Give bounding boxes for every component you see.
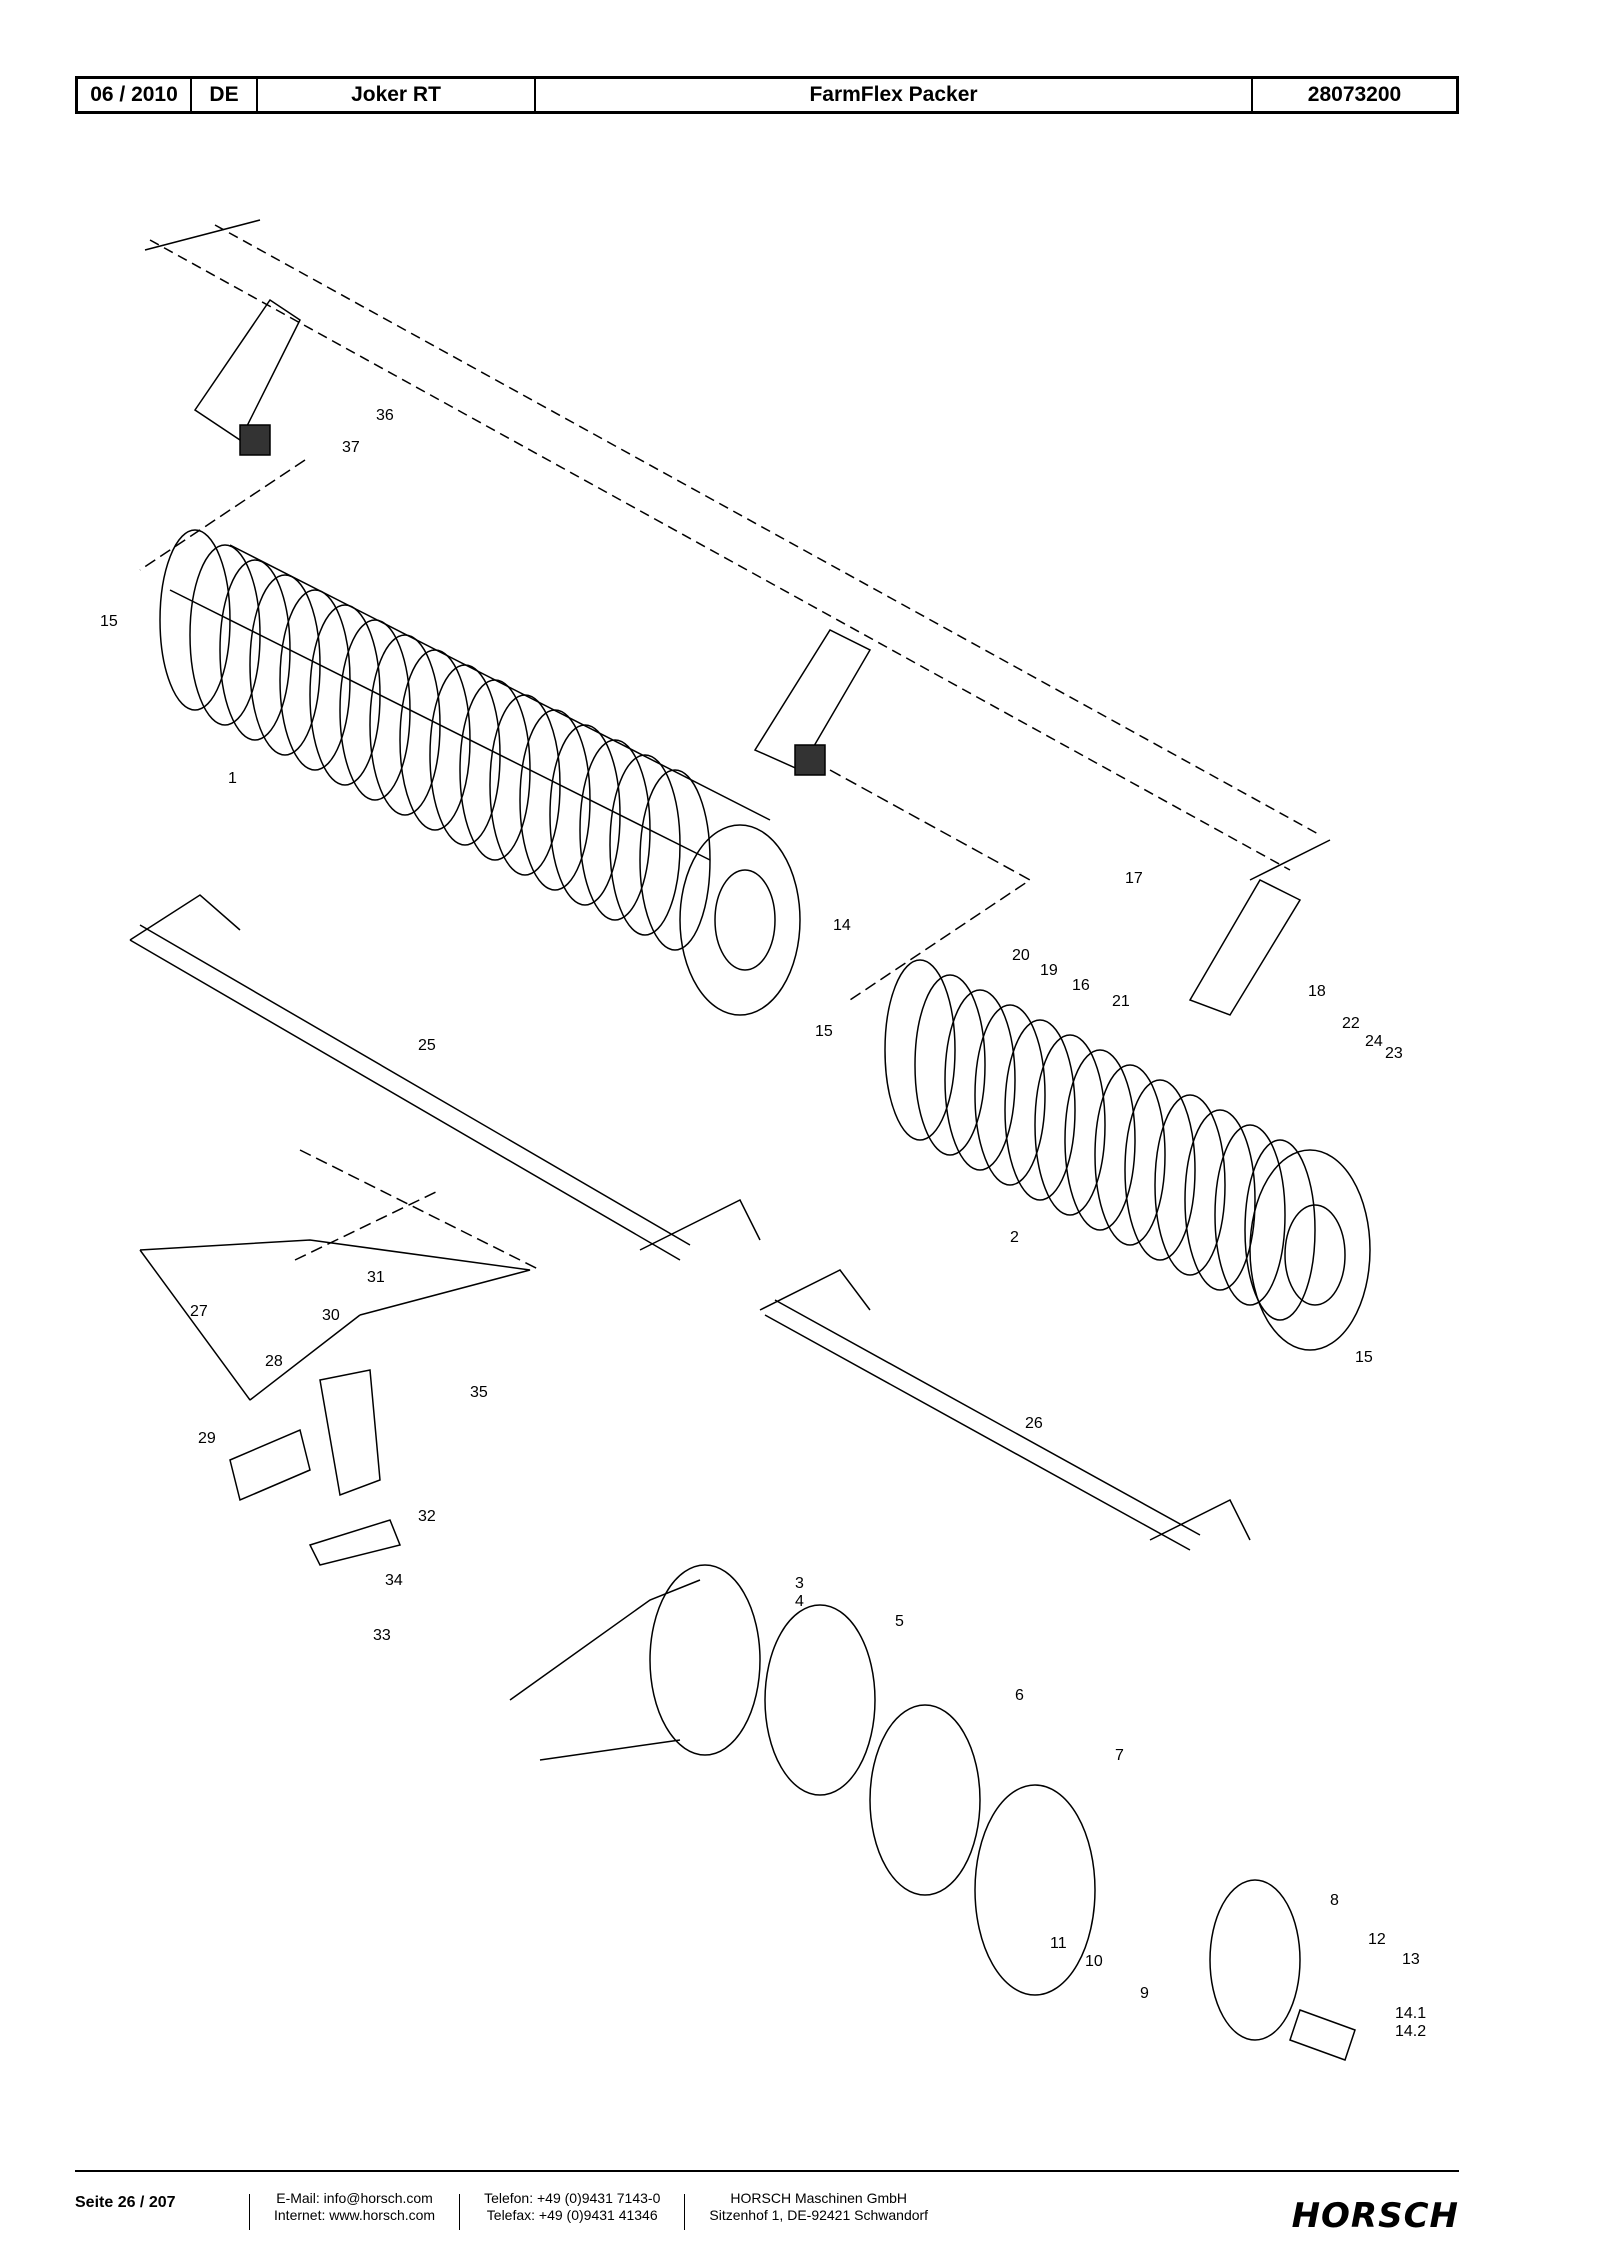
callout-32: 32	[418, 1508, 436, 1525]
callout-2: 2	[1010, 1229, 1019, 1246]
callout-25: 25	[418, 1037, 436, 1054]
header-language: DE	[192, 79, 258, 111]
callout-12: 12	[1368, 1931, 1386, 1948]
roller-1	[159, 529, 801, 1016]
footer-address: Sitzenhof 1, DE-92421 Schwandorf	[709, 2207, 929, 2223]
callout-14-1: 14.1	[1395, 2005, 1426, 2022]
callout-4: 4	[795, 1593, 804, 1610]
callout-23: 23	[1385, 1045, 1403, 1062]
callout-16: 16	[1072, 977, 1090, 994]
callout-28: 28	[265, 1353, 283, 1370]
header-machine: Joker RT	[258, 79, 536, 111]
footer-fax: Telefax: +49 (0)9431 41346	[486, 2207, 658, 2223]
callout-3: 3	[795, 1575, 804, 1592]
callout-15c: 15	[1355, 1349, 1373, 1366]
callout-24: 24	[1365, 1033, 1383, 1050]
callout-15a: 15	[100, 613, 118, 630]
footer-divider	[75, 2170, 1459, 2172]
callout-35: 35	[470, 1384, 488, 1401]
page-number: Seite 26 / 207	[75, 2194, 176, 2211]
callout-30: 30	[322, 1307, 340, 1324]
callout-31: 31	[367, 1269, 385, 1286]
callout-18: 18	[1308, 983, 1326, 1000]
callout-14-2: 14.2	[1395, 2023, 1426, 2040]
header-date: 06 / 2010	[78, 79, 192, 111]
scraper-bar-25	[129, 924, 691, 1261]
callout-29: 29	[198, 1430, 216, 1447]
callout-5: 5	[895, 1613, 904, 1630]
callout-17: 17	[1125, 870, 1143, 887]
callout-37: 37	[342, 439, 360, 456]
roller-2	[884, 959, 1371, 1351]
callout-33: 33	[373, 1627, 391, 1644]
footer-separator	[249, 2194, 250, 2230]
callout-27: 27	[190, 1303, 208, 1320]
footer-email: E-Mail: info@horsch.com	[276, 2190, 433, 2206]
callout-20: 20	[1012, 947, 1030, 964]
callout-26: 26	[1025, 1415, 1043, 1432]
callout-36: 36	[376, 407, 394, 424]
horsch-logo: HORSCH	[1291, 2196, 1459, 2236]
callout-10: 10	[1085, 1953, 1103, 1970]
callout-1: 1	[228, 770, 237, 787]
scraper-bar-26	[764, 1299, 1201, 1551]
header-table: 06 / 2010 DE Joker RT FarmFlex Packer 28…	[75, 76, 1459, 114]
callout-7: 7	[1115, 1747, 1124, 1764]
callout-9: 9	[1140, 1985, 1149, 2002]
footer-company: HORSCH Maschinen GmbH	[730, 2190, 908, 2206]
footer-internet: Internet: www.horsch.com	[274, 2207, 436, 2223]
callout-13: 13	[1402, 1951, 1420, 1968]
callout-22: 22	[1342, 1015, 1360, 1032]
callout-15b: 15	[815, 1023, 833, 1040]
callout-19: 19	[1040, 962, 1058, 979]
callout-14: 14	[833, 917, 851, 934]
footer-separator	[459, 2194, 461, 2230]
footer-phone: Telefon: +49 (0)9431 7143-0	[484, 2190, 661, 2206]
footer-separator	[684, 2194, 686, 2230]
footer: Seite 26 / 207 E-Mail: info@horsch.com I…	[75, 2190, 1459, 2250]
header-assembly: FarmFlex Packer	[536, 79, 1253, 111]
callout-11: 11	[1050, 1935, 1067, 1952]
callout-21: 21	[1112, 993, 1130, 1010]
header-part-number: 28073200	[1307, 83, 1402, 106]
callout-8: 8	[1330, 1892, 1339, 1909]
footer-contact-phone: Telefon: +49 (0)9431 7143-0 Telefax: +49…	[484, 2190, 660, 2224]
footer-company-block: HORSCH Maschinen GmbH Sitzenhof 1, DE-92…	[709, 2190, 928, 2224]
callout-34: 34	[385, 1572, 403, 1589]
callout-6: 6	[1015, 1687, 1024, 1704]
footer-contact-web: E-Mail: info@horsch.com Internet: www.ho…	[274, 2190, 435, 2224]
